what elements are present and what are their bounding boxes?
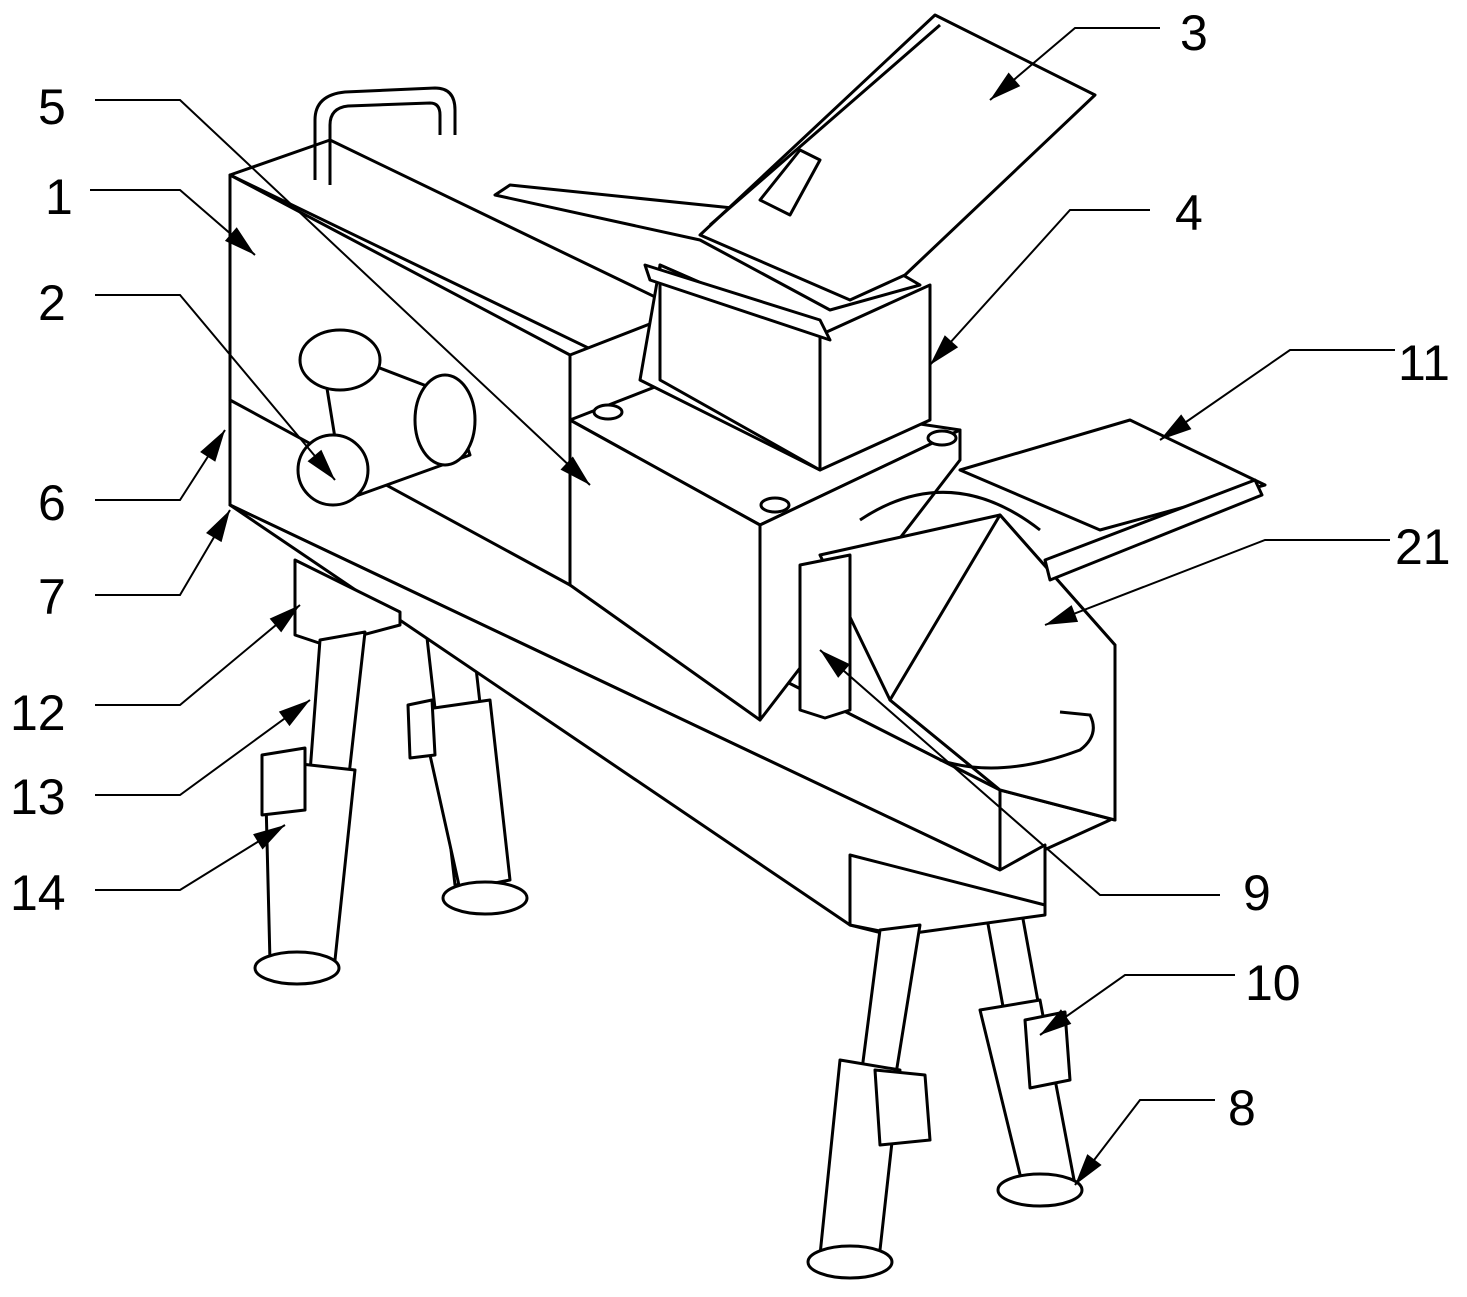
leg-rear-right bbox=[980, 875, 1082, 1206]
arrowhead-icon bbox=[200, 430, 225, 462]
leader-line-10 bbox=[1040, 975, 1235, 1035]
part-label-8: 8 bbox=[1228, 1083, 1256, 1133]
leader-line-7 bbox=[95, 510, 230, 595]
leader-line-11 bbox=[1160, 350, 1395, 440]
part-label-21: 21 bbox=[1395, 522, 1451, 572]
part-label-11: 11 bbox=[1398, 338, 1450, 388]
leader-line-4 bbox=[930, 210, 1150, 365]
arrowhead-icon bbox=[206, 510, 230, 542]
part-label-6: 6 bbox=[38, 478, 66, 528]
part-label-9: 9 bbox=[1243, 868, 1271, 918]
arrowhead-icon bbox=[279, 700, 310, 726]
leader-line-6 bbox=[95, 430, 225, 500]
part-label-5: 5 bbox=[38, 82, 66, 132]
arrowhead-icon bbox=[1160, 414, 1191, 440]
part-label-3: 3 bbox=[1180, 8, 1208, 58]
leader-line-12 bbox=[95, 605, 300, 705]
arrowhead-icon bbox=[1075, 1154, 1102, 1185]
part-label-1: 1 bbox=[45, 172, 73, 222]
part-label-10: 10 bbox=[1245, 958, 1301, 1008]
part-label-14: 14 bbox=[10, 868, 66, 918]
part-label-7: 7 bbox=[38, 572, 66, 622]
feed-chute bbox=[700, 15, 1095, 300]
part-label-13: 13 bbox=[10, 772, 66, 822]
part-label-2: 2 bbox=[38, 278, 66, 328]
part-label-4: 4 bbox=[1175, 188, 1203, 238]
leader-line-8 bbox=[1075, 1100, 1215, 1185]
part-label-12: 12 bbox=[10, 688, 66, 738]
